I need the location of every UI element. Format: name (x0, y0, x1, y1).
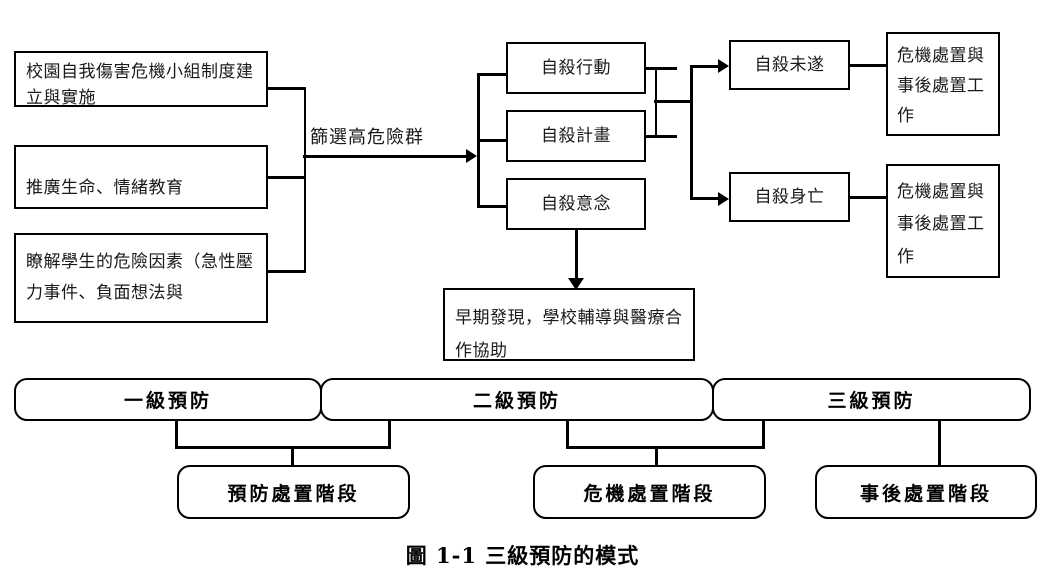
node-school-crisis-team-label: 校園自我傷害危機小組制度建立與實施 (26, 62, 254, 109)
node-suicide-plan-label: 自殺計畫 (541, 125, 611, 146)
node-secondary-prevention-label: 二級預防 (472, 390, 561, 412)
node-secondary-prevention[interactable]: 二級預防 (320, 378, 714, 421)
node-suicide-attempt[interactable]: 自殺未遂 (729, 40, 850, 90)
node-risk-factors-label: 瞭解學生的危險因素（急性壓力事件、負面想法與 (26, 252, 254, 304)
figure-caption: 圖 1-1 三級預防的模式 (405, 543, 640, 568)
node-crisis-postvention-bottom[interactable]: 危機處置與事後處置工作 (886, 164, 1000, 278)
node-suicide-death-label: 自殺身亡 (754, 186, 825, 207)
node-crisis-postvention-bottom-label: 危機處置與事後處置工作 (897, 182, 985, 267)
node-prevention-stage[interactable]: 預防處置階段 (177, 465, 410, 519)
connector-primary-left (175, 421, 178, 448)
connector-secondary-right (762, 421, 765, 448)
node-postvention-stage-label: 事後處置階段 (859, 482, 992, 505)
connector-ideation-down (574, 230, 578, 282)
node-primary-prevention-label: 一級預防 (123, 390, 212, 412)
connector-screening-arrow-line (303, 155, 467, 158)
node-tertiary-prevention-label: 三級預防 (827, 390, 916, 412)
arrow-to-suicide-death (718, 192, 729, 206)
connector-stage-stub-3 (477, 205, 508, 208)
node-crisis-stage-label: 危機處置階段 (583, 482, 716, 505)
connector-merge-to-split (654, 100, 692, 103)
connector-primary-stem (291, 446, 294, 466)
connector-stage-stub-2 (477, 139, 508, 142)
node-suicide-plan[interactable]: 自殺計畫 (506, 110, 646, 162)
node-suicide-ideation-label: 自殺意念 (541, 193, 611, 214)
node-crisis-stage[interactable]: 危機處置階段 (533, 465, 766, 519)
connector-left-stub-1 (266, 87, 306, 90)
connector-to-death (690, 197, 720, 200)
node-crisis-postvention-top-label: 危機處置與事後處置工作 (897, 46, 985, 126)
connector-primary-bar (175, 446, 391, 449)
connector-left-stub-3 (266, 270, 306, 273)
connector-death-to-crisis (848, 196, 888, 199)
connector-plan-out (644, 135, 677, 138)
arrow-to-early-detection (568, 278, 584, 290)
connector-attempt-to-crisis (848, 64, 888, 67)
node-suicide-action-label: 自殺行動 (541, 57, 611, 78)
screening-arrow-head (466, 149, 477, 163)
node-suicide-action[interactable]: 自殺行動 (506, 42, 646, 94)
node-life-emotion-education-label: 推廣生命、情緒教育 (26, 178, 184, 198)
connector-action-out (644, 67, 677, 70)
connector-tertiary-stem (938, 421, 941, 466)
connector-outcome-split-spine (690, 65, 693, 200)
node-life-emotion-education[interactable]: 推廣生命、情緒教育 (14, 145, 268, 209)
node-primary-prevention[interactable]: 一級預防 (14, 378, 322, 421)
connector-secondary-bar (566, 446, 765, 449)
node-prevention-stage-label: 預防處置階段 (227, 482, 360, 505)
connector-action-plan-merge (654, 67, 657, 138)
connector-left-spine (303, 87, 306, 273)
node-suicide-ideation[interactable]: 自殺意念 (506, 178, 646, 230)
arrow-to-suicide-attempt (718, 59, 729, 73)
screening-label: 篩選高危險群 (310, 127, 424, 148)
node-suicide-death[interactable]: 自殺身亡 (729, 172, 850, 222)
node-school-crisis-team[interactable]: 校園自我傷害危機小組制度建立與實施 (14, 51, 268, 108)
node-postvention-stage[interactable]: 事後處置階段 (815, 465, 1037, 519)
connector-secondary-stem (655, 446, 658, 466)
node-early-detection[interactable]: 早期發現，學校輔導與醫療合作協助 (443, 288, 695, 361)
node-early-detection-label: 早期發現，學校輔導與醫療合作協助 (455, 308, 683, 362)
connector-stage-stub-1 (477, 73, 508, 76)
node-tertiary-prevention[interactable]: 三級預防 (712, 378, 1031, 421)
connector-secondary-left (566, 421, 569, 448)
node-suicide-attempt-label: 自殺未遂 (754, 54, 825, 75)
connector-left-stub-2 (266, 176, 306, 179)
node-crisis-postvention-top[interactable]: 危機處置與事後處置工作 (886, 32, 1000, 136)
node-risk-factors[interactable]: 瞭解學生的危險因素（急性壓力事件、負面想法與 (14, 233, 268, 323)
connector-primary-right (388, 421, 391, 448)
connector-to-attempt (690, 64, 720, 68)
